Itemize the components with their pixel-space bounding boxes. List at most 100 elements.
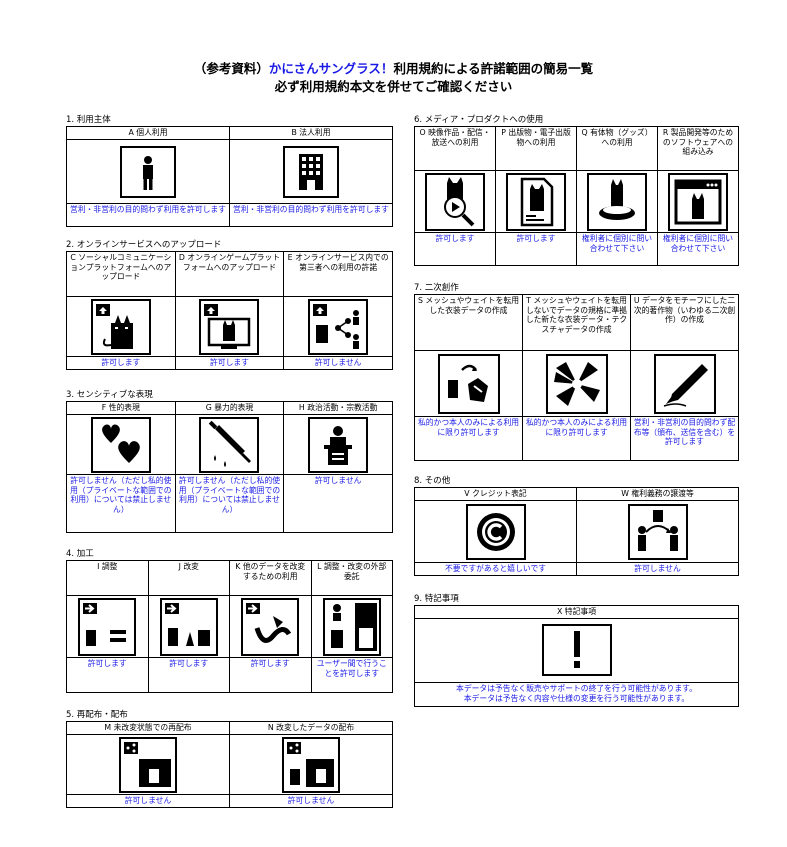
pen-nib-icon bbox=[653, 353, 716, 414]
column-label: K 他のデータを改変するための利用 bbox=[229, 560, 312, 596]
status-text: 許可します bbox=[66, 356, 176, 370]
section-media-product: 6. メディア・プロダクトへの使用 O 映像作品・配信・放送への利用 P 出版物… bbox=[414, 114, 739, 266]
status-text: 権利者に個別に問い合わせて下さい bbox=[657, 232, 739, 266]
status-text: 権利者に個別に問い合わせて下さい bbox=[576, 232, 658, 266]
outsource-icon bbox=[322, 597, 381, 656]
license-table: M 未改変状態での再配布 N 改変したデータの配布 許可しません 許可しません bbox=[66, 721, 393, 808]
publication-icon bbox=[506, 172, 566, 231]
status-text: 不要ですがあると嬉しいです bbox=[414, 562, 577, 576]
license-table: A 個人利用 B 法人利用 営利・非営利の目的問わず利用を許可します 営利・非営… bbox=[66, 126, 393, 227]
column-label: A 個人利用 bbox=[66, 126, 230, 140]
status-text: 本データは予告なく内容や仕様の変更を行う可能性があります。 bbox=[463, 693, 690, 703]
column-label: R 製品開発等のためのソフトウェアへの組み込み bbox=[657, 126, 739, 171]
column-label: C ソーシャルコミュニケーションプラットフォームへのアップロード bbox=[66, 251, 176, 297]
column-label: B 法人利用 bbox=[229, 126, 393, 140]
section-heading: 9. 特記事項 bbox=[414, 594, 459, 604]
section-heading: 4. 加工 bbox=[66, 549, 94, 559]
knife-icon bbox=[199, 416, 260, 473]
upload-game-icon bbox=[199, 298, 260, 355]
status-text: 許可します bbox=[495, 232, 577, 266]
status-text: 許可しません bbox=[229, 794, 393, 808]
new-costume-icon bbox=[545, 353, 608, 414]
column-label: P 出版物・電子出版物への利用 bbox=[495, 126, 577, 171]
column-label: X 特記事項 bbox=[414, 605, 739, 619]
column-label: T メッシュやウェイトを転用しないでデータの規格に準拠した新たな衣装データ・テク… bbox=[522, 294, 631, 351]
license-table: S メッシュやウェイトを転用した衣装データの作成 T メッシュやウェイトを転用し… bbox=[414, 294, 739, 461]
status-text: 許可しません bbox=[576, 562, 739, 576]
mesh-transfer-icon bbox=[437, 353, 500, 414]
status-text: 許可します bbox=[66, 657, 149, 693]
section-sensitive-expression: 3. センシティブな表現 F 性的表現 G 暴力的表現 H 政治活動・宗教活動 … bbox=[66, 389, 393, 533]
software-icon bbox=[668, 172, 728, 231]
column-label: E オンラインサービス内での第三者への利用の許諾 bbox=[283, 251, 393, 297]
column-label: Q 有体物（グッズ）への利用 bbox=[576, 126, 658, 171]
section-heading: 2. オンラインサービスへのアップロード bbox=[66, 240, 222, 250]
brand-name: かにさんサングラス！ bbox=[268, 61, 394, 76]
status-text: 営利・非営利の目的問わず利用を許可します bbox=[229, 203, 393, 227]
title-rest: 利用規約による許諾範囲の簡易一覧 bbox=[393, 61, 594, 76]
section-processing: 4. 加工 I 調整 J 改変 K 他のデータを改変するための利用 L 調整・改… bbox=[66, 548, 393, 693]
section-heading: 3. センシティブな表現 bbox=[66, 390, 153, 400]
status-text: 許可しません（ただし私的使用（プライベートな範囲での利用）については禁止しません… bbox=[66, 474, 176, 533]
section-heading: 8. その他 bbox=[414, 476, 451, 486]
redistribute-icon bbox=[119, 736, 177, 793]
column-label: O 映像作品・配信・放送への利用 bbox=[414, 126, 496, 171]
status-text: 許可しません bbox=[283, 356, 393, 370]
license-table: I 調整 J 改変 K 他のデータを改変するための利用 L 調整・改変の外部委託… bbox=[66, 560, 393, 693]
license-table: X 特記事項 本データは予告なく販売やサポートの終了を行う可能性があります。 本… bbox=[414, 605, 739, 707]
column-label: S メッシュやウェイトを転用した衣装データの作成 bbox=[414, 294, 523, 351]
column-label: L 調整・改変の外部委託 bbox=[310, 560, 393, 596]
column-label: N 改変したデータの配布 bbox=[229, 721, 393, 735]
modify-icon bbox=[159, 597, 218, 656]
license-table: O 映像作品・配信・放送への利用 P 出版物・電子出版物への利用 Q 有体物（グ… bbox=[414, 126, 739, 266]
license-table: V クレジット表記 W 権利義務の譲渡等 不要ですがあると嬉しいです 許可しませ… bbox=[414, 487, 739, 576]
goods-icon bbox=[587, 172, 647, 231]
status-text: 許可します bbox=[147, 657, 230, 693]
section-heading: 1. 利用主体 bbox=[66, 115, 111, 125]
video-icon bbox=[425, 172, 485, 231]
share-third-party-icon bbox=[308, 298, 369, 355]
status-text: 営利・非営利の目的問わず利用を許可します bbox=[66, 203, 230, 227]
column-label: W 権利義務の譲渡等 bbox=[576, 487, 739, 501]
status-text: 許可しません（ただし私的使用（プライベートな範囲での利用）については禁止しません… bbox=[174, 474, 285, 533]
status-text: 許可します bbox=[174, 356, 285, 370]
copyright-icon bbox=[465, 503, 526, 560]
status-text: 許可します bbox=[229, 657, 312, 693]
section-online-upload: 2. オンラインサービスへのアップロード C ソーシャルコミュニケーションプラッ… bbox=[66, 239, 393, 370]
adjust-icon bbox=[78, 597, 137, 656]
column-label: J 改変 bbox=[147, 560, 230, 596]
license-table: F 性的表現 G 暴力的表現 H 政治活動・宗教活動 許可しません（ただし私的使… bbox=[66, 401, 393, 533]
section-other: 8. その他 V クレジット表記 W 権利義務の譲渡等 不要ですがあると嬉しいで… bbox=[414, 475, 739, 576]
person-icon bbox=[120, 145, 176, 198]
section-heading: 5. 再配布・配布 bbox=[66, 710, 128, 720]
section-redistribution: 5. 再配布・配布 M 未改変状態での再配布 N 改変したデータの配布 許可しま… bbox=[66, 709, 393, 808]
status-text: 本データは予告なく販売やサポートの終了を行う可能性があります。 bbox=[456, 684, 697, 693]
exclamation-icon bbox=[541, 623, 612, 676]
title-prefix: （参考資料） bbox=[193, 61, 269, 76]
transfer-rights-icon bbox=[627, 503, 688, 560]
column-label: U データをモチーフにした二次的著作物（いわゆる二次創作）の作成 bbox=[630, 294, 739, 351]
column-label: I 調整 bbox=[66, 560, 149, 596]
column-label: G 暴力的表現 bbox=[174, 401, 285, 415]
status-text: 許可しません bbox=[66, 794, 230, 808]
distribute-modified-icon bbox=[282, 736, 340, 793]
column-label: M 未改変状態での再配布 bbox=[66, 721, 230, 735]
section-derivative-works: 7. 二次創作 S メッシュやウェイトを転用した衣装データの作成 T メッシュや… bbox=[414, 282, 739, 461]
building-icon bbox=[283, 145, 339, 198]
column-label: V クレジット表記 bbox=[414, 487, 577, 501]
status-text: 私的かつ本人のみによる利用に限り許可します bbox=[414, 416, 523, 461]
use-other-data-icon bbox=[241, 597, 300, 656]
hearts-icon bbox=[90, 416, 151, 473]
column-label: D オンラインゲームプラットフォームへのアップロード bbox=[174, 251, 285, 297]
podium-icon bbox=[308, 416, 369, 473]
status-text: 許可しません bbox=[283, 474, 393, 533]
status-text: ユーザー間で行うことを許可します bbox=[310, 657, 393, 693]
section-usage-subject: 1. 利用主体 A 個人利用 B 法人利用 営利・非営利の目的問わず利用を許可し… bbox=[66, 114, 393, 227]
page-title: （参考資料）かにさんサングラス！利用規約による許諾範囲の簡易一覧 bbox=[0, 58, 787, 77]
status-text: 許可します bbox=[414, 232, 496, 266]
section-special-notes: 9. 特記事項 X 特記事項 本データは予告なく販売やサポートの終了を行う可能性… bbox=[414, 593, 739, 707]
column-label: H 政治活動・宗教活動 bbox=[283, 401, 393, 415]
page-subtitle: 必ず利用規約本文を併せてご確認ください bbox=[274, 79, 513, 94]
column-label: F 性的表現 bbox=[66, 401, 176, 415]
status-text: 私的かつ本人のみによる利用に限り許可します bbox=[522, 416, 631, 461]
